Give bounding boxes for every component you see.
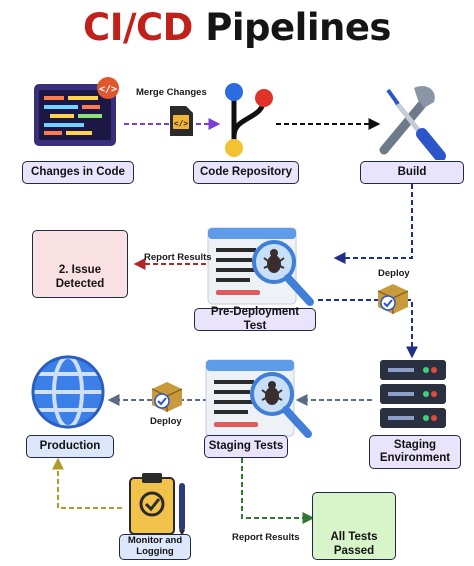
edge-test-staging (318, 299, 418, 359)
node-changes-in-code: Changes in Code (22, 161, 134, 184)
node-issue-detected: 2. Issue Detected (32, 230, 128, 298)
title-part-1: CI/CD (83, 6, 193, 49)
bug-report-icon (207, 227, 314, 306)
staging-report-icon (205, 359, 312, 438)
wrench-screwdriver-icon (379, 85, 446, 160)
edge-tests-passed (241, 458, 315, 524)
package-icon (377, 284, 409, 314)
edge-label-deploy-left: Deploy (150, 416, 182, 427)
package-icon-left (151, 382, 183, 412)
node-all-tests-passed: All Tests Passed (312, 492, 396, 560)
node-code-repository: Code Repository (193, 161, 299, 184)
svg-text:</>: </> (99, 84, 117, 95)
edge-label-report-results-bottom: Report Results (232, 532, 300, 543)
clipboard-check-icon (129, 473, 185, 536)
edge-label-report-results-top: Report Results (144, 252, 212, 263)
git-branch-icon (225, 83, 273, 157)
page-title: CI/CD Pipelines (0, 6, 474, 49)
globe-icon (31, 355, 105, 429)
code-file-icon: </> (170, 106, 193, 136)
node-build: Build (360, 161, 464, 184)
edge-monitor-prod (52, 457, 122, 509)
node-staging-tests: Staging Tests (204, 435, 288, 458)
title-part-2: Pipelines (205, 6, 391, 49)
server-rack-icon (380, 360, 446, 428)
code-monitor-icon: </> (34, 77, 119, 146)
edge-label-deploy-right: Deploy (378, 268, 410, 279)
svg-text:</>: </> (174, 119, 189, 128)
node-production: Production (26, 435, 114, 458)
node-monitor-logging: Monitor and Logging (119, 534, 191, 560)
node-staging-environment: Staging Environment (369, 435, 461, 469)
node-pre-deployment-test: Pre-Deployment Test (194, 306, 316, 332)
edge-label-merge-changes: Merge Changes (136, 87, 207, 98)
edge-build-test (333, 184, 413, 264)
